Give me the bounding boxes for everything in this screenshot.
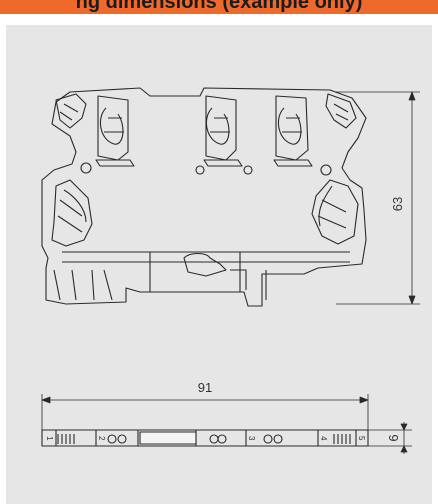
spring-center — [205, 107, 230, 145]
cavity-center — [205, 95, 237, 161]
rail-channel — [62, 251, 350, 263]
header-strip: ng dimensions (example only) — [0, 0, 438, 14]
wire-entry-left — [95, 159, 135, 167]
dimension-depth — [368, 422, 412, 454]
lever-right — [325, 93, 357, 129]
spring-right — [277, 107, 302, 145]
mid-divider — [149, 252, 241, 292]
terminal-marks — [57, 434, 351, 444]
cavity-right — [275, 95, 309, 161]
housing-outline — [41, 87, 367, 307]
terminal-number-1: 1 — [45, 436, 54, 441]
lever-left — [55, 93, 87, 129]
terminal-block-top-view — [41, 429, 369, 447]
height-label: 63 — [390, 197, 405, 211]
terminal-number-2: 2 — [97, 436, 106, 441]
center-window — [139, 431, 197, 445]
clamp-bottom-right — [311, 179, 359, 245]
depth-label: 6 — [386, 434, 401, 441]
cavity-left — [97, 95, 129, 161]
header-title: ng dimensions (example only) — [75, 0, 363, 13]
top-view-outline — [41, 429, 369, 447]
terminal-number-3: 3 — [247, 436, 256, 441]
spring-left — [99, 107, 124, 145]
foot-right — [230, 269, 267, 300]
clamp-bottom-left — [51, 179, 93, 247]
terminal-number-4: 4 — [319, 436, 328, 441]
terminal-block-side-view — [41, 87, 367, 307]
dimension-height — [336, 91, 420, 305]
width-label: 91 — [198, 380, 212, 395]
foot-left — [53, 269, 113, 301]
center-latch — [183, 252, 227, 277]
wire-entry-center — [203, 159, 243, 167]
wire-entry-right — [273, 159, 313, 167]
dimension-width — [41, 394, 369, 430]
terminal-number-5: 5 — [357, 436, 366, 441]
